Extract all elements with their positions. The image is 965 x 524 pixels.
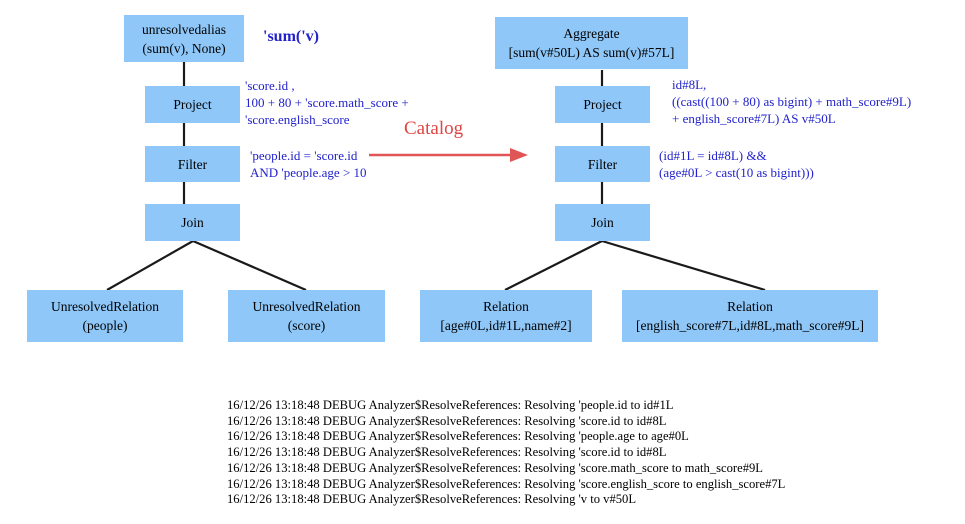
- node-aggregate: Aggregate [sum(v#50L) AS sum(v)#57L]: [495, 17, 688, 69]
- node-label-line: Join: [591, 215, 614, 230]
- node-left-join: Join: [145, 204, 240, 241]
- annotation-line: 100 + 80 + 'score.math_score +: [245, 95, 409, 110]
- edge-right-join-rel2: [601, 239, 766, 292]
- node-label-line: [sum(v#50L) AS sum(v)#57L]: [508, 45, 675, 60]
- node-unresolvedrelation-score: UnresolvedRelation (score): [228, 290, 385, 342]
- node-right-filter: Filter: [555, 146, 650, 182]
- catalog-arrow-icon: [369, 148, 528, 162]
- node-label-line: UnresolvedRelation: [252, 299, 361, 314]
- node-unresolvedrelation-people: UnresolvedRelation (people): [27, 290, 183, 342]
- edge-left-join-score: [192, 239, 307, 292]
- annotation-line: + english_score#7L) AS v#50L: [672, 111, 836, 126]
- node-left-filter: Filter: [145, 146, 240, 182]
- node-right-project: Project: [555, 86, 650, 123]
- log-line: 16/12/26 13:18:48 DEBUG Analyzer$Resolve…: [227, 460, 763, 475]
- annotation-line: 'people.id = 'score.id: [250, 148, 358, 163]
- node-right-join: Join: [555, 204, 650, 241]
- annotation-line: 'score.english_score: [245, 112, 350, 127]
- log-line: 16/12/26 13:18:48 DEBUG Analyzer$Resolve…: [227, 413, 667, 428]
- edge-left-join-people: [106, 240, 194, 291]
- edge-right-join-rel1: [504, 240, 603, 291]
- node-label-line: Project: [583, 97, 622, 112]
- node-label-line: Aggregate: [563, 26, 620, 41]
- node-label-line: [english_score#7L,id#8L,math_score#9L]: [636, 318, 864, 333]
- node-label-line: Relation: [483, 299, 529, 314]
- node-label-line: (score): [287, 318, 326, 333]
- node-unresolvedalias: unresolvedalias (sum(v), None): [124, 15, 244, 62]
- node-left-project: Project: [145, 86, 240, 123]
- node-label-line: Project: [173, 97, 212, 112]
- node-label-line: Relation: [727, 299, 773, 314]
- node-relation-score: Relation [english_score#7L,id#8L,math_sc…: [622, 290, 878, 342]
- log-line: 16/12/26 13:18:48 DEBUG Analyzer$Resolve…: [227, 429, 689, 444]
- log-line: 16/12/26 13:18:48 DEBUG Analyzer$Resolve…: [227, 398, 674, 412]
- annotation-line: ((cast((100 + 80) as bigint) + math_scor…: [672, 94, 912, 109]
- annotation-right-filter: (id#1L = id#8L) && (age#0L > cast(10 as …: [659, 147, 814, 181]
- node-label-line: UnresolvedRelation: [51, 299, 159, 314]
- annotation-line: 'score.id ,: [245, 78, 295, 93]
- node-label-line: unresolvedalias: [142, 21, 226, 37]
- node-label-line: (people): [82, 318, 128, 333]
- annotation-unresolved-sum: 'sum('v): [263, 28, 319, 45]
- annotation-right-project: id#8L, ((cast((100 + 80) as bigint) + ma…: [672, 76, 911, 127]
- log-line: 16/12/26 13:18:48 DEBUG Analyzer$Resolve…: [227, 476, 786, 491]
- node-label-line: [age#0L,id#1L,name#2]: [440, 318, 572, 333]
- annotation-left-project: 'score.id , 100 + 80 + 'score.math_score…: [245, 77, 409, 128]
- log-line: 16/12/26 13:18:48 DEBUG Analyzer$Resolve…: [227, 445, 667, 460]
- annotation-line: (age#0L > cast(10 as bigint))): [659, 165, 814, 180]
- annotation-line: (id#1L = id#8L) &&: [659, 148, 767, 163]
- node-label-line: Filter: [177, 156, 208, 172]
- catalog-label: Catalog: [404, 118, 464, 139]
- node-label-line: Filter: [587, 156, 618, 172]
- annotation-line: id#8L,: [672, 77, 707, 92]
- debug-log: 16/12/26 13:18:48 DEBUG Analyzer$Resolve…: [227, 398, 785, 508]
- annotation-left-filter: 'people.id = 'score.id AND 'people.age >…: [250, 147, 367, 181]
- annotation-line: AND 'people.age > 10: [250, 165, 367, 180]
- node-label-line: (sum(v), None): [142, 40, 226, 56]
- node-relation-people: Relation [age#0L,id#1L,name#2]: [420, 290, 592, 342]
- log-line: 16/12/26 13:18:48 DEBUG Analyzer$Resolve…: [227, 492, 637, 507]
- node-label-line: Join: [181, 215, 204, 230]
